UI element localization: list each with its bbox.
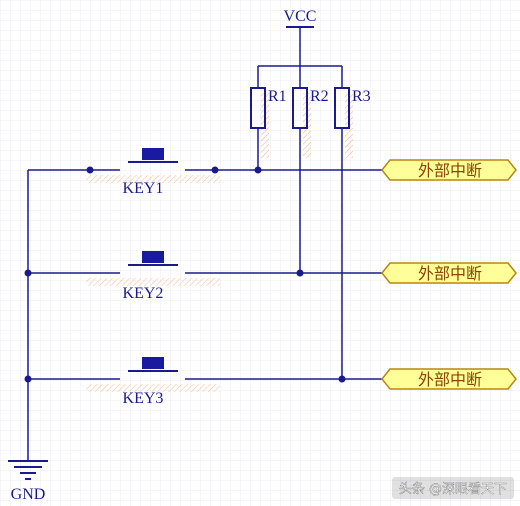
key3-switch[interactable]: KEY3	[86, 357, 220, 407]
resistor-r2-designator: R2	[310, 88, 329, 105]
key3-button-cap	[142, 357, 164, 369]
key1-designator: KEY1	[123, 180, 164, 197]
resistor-r1[interactable]: R1	[250, 66, 287, 170]
key1-switch[interactable]: KEY1	[86, 148, 220, 197]
port-interrupt-1[interactable]: 外部中断	[381, 159, 517, 181]
gnd-label: GND	[11, 486, 46, 503]
port-interrupt-1-label: 外部中断	[418, 161, 482, 180]
key2-button-cap	[142, 251, 164, 263]
key1-button-cap	[142, 148, 164, 160]
watermark-text: 头条 @深眼看天下	[399, 481, 507, 497]
junction-r2-row2	[296, 269, 304, 277]
junction-gnd-row2	[24, 269, 32, 277]
resistor-r2[interactable]: R2	[292, 66, 329, 273]
port-interrupt-3[interactable]: 外部中断	[381, 368, 517, 390]
vcc-label: VCC	[284, 8, 317, 25]
resistor-r3[interactable]: R3	[334, 66, 371, 379]
junction-gnd-row3	[24, 375, 32, 383]
key2-switch[interactable]: KEY2	[86, 251, 220, 302]
resistor-r1-designator: R1	[268, 88, 287, 105]
junction-r1-row1	[254, 166, 262, 174]
gnd-power-symbol: GND	[8, 460, 48, 503]
resistor-r3-designator: R3	[352, 88, 371, 105]
vcc-power-symbol: VCC	[284, 8, 317, 44]
key3-designator: KEY3	[123, 390, 164, 407]
junction-r3-row3	[338, 375, 346, 383]
key2-designator: KEY2	[123, 285, 164, 302]
port-interrupt-2[interactable]: 外部中断	[381, 262, 517, 284]
port-interrupt-2-label: 外部中断	[418, 264, 482, 283]
port-interrupt-3-label: 外部中断	[418, 370, 482, 389]
watermark: 头条 @深眼看天下	[392, 477, 514, 499]
